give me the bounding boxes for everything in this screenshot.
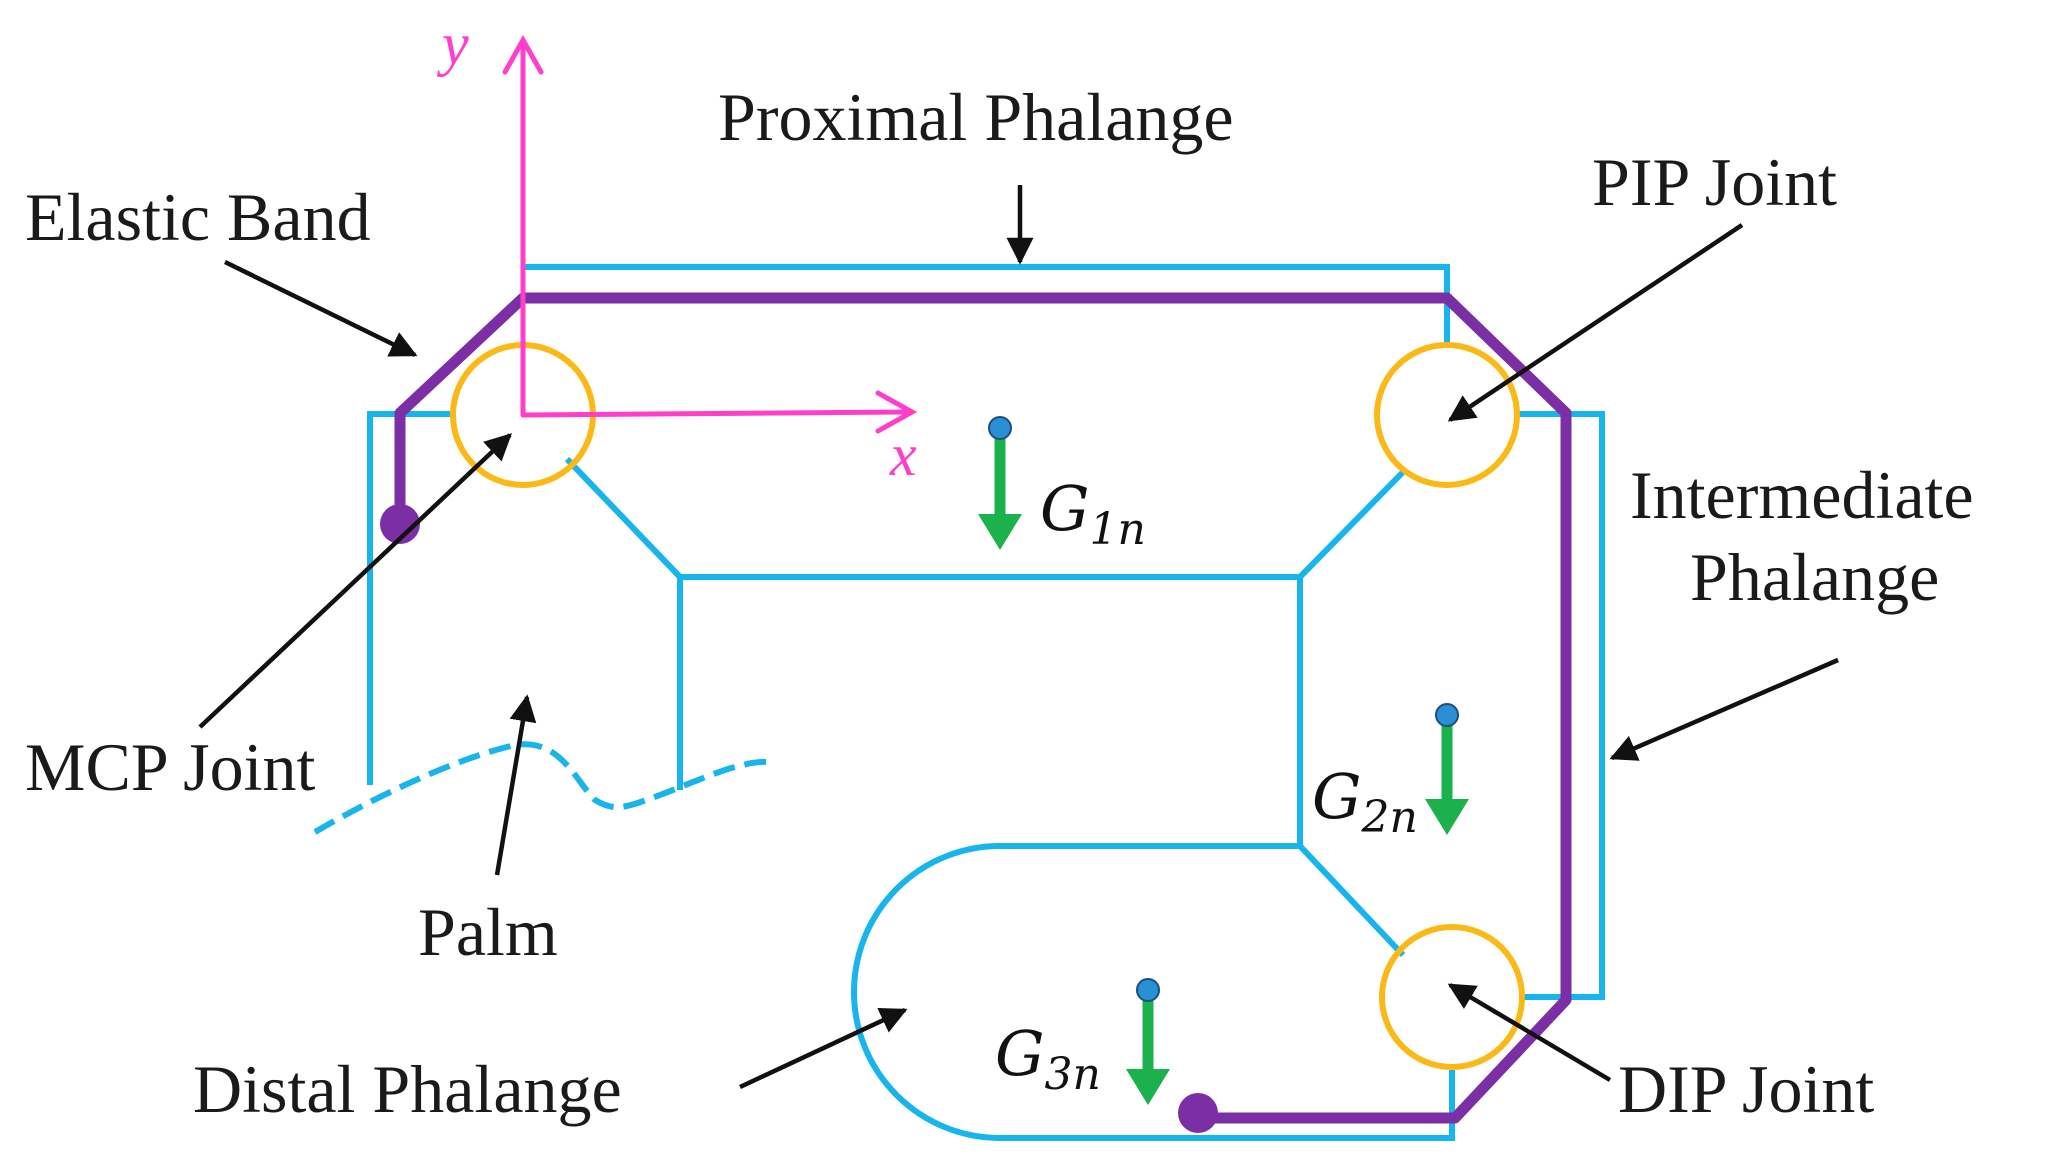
coordinate-axes [502, 34, 918, 434]
palm-outline [313, 411, 771, 835]
gravity-label-1: G1n [1040, 472, 1146, 555]
elastic-band [380, 292, 1572, 1133]
pointer-palm [494, 694, 537, 876]
pip-joint-label: PIP Joint [1592, 144, 1837, 220]
intermediate-phalange-label-line1: Intermediate [1630, 457, 1974, 533]
center-of-mass-1 [988, 416, 1012, 440]
pip-joint-circle [1374, 342, 1520, 488]
pointer-intermediate [1609, 657, 1839, 761]
band-anchor-palm [380, 504, 420, 544]
dip-joint-circle [1379, 924, 1525, 1070]
intermediate-phalange-label-line2: Phalange [1690, 539, 1939, 615]
gravity-label-2: G2n [1312, 760, 1418, 843]
distal-phalange-shape [851, 843, 1455, 1141]
x-axis [520, 409, 913, 418]
x-axis-label: x [889, 422, 917, 488]
elastic-band-label: Elastic Band [25, 179, 371, 255]
center-of-mass-3 [1136, 978, 1160, 1002]
gravity-vector-1 [978, 416, 1022, 550]
center-of-mass-2 [1435, 703, 1459, 727]
gravity-vector-3 [1126, 978, 1170, 1105]
label-pointers [198, 185, 1839, 1090]
gravity-vector-2 [1425, 703, 1469, 835]
gravity-label-3: G3n [995, 1017, 1101, 1100]
pointer-mcp [198, 433, 512, 729]
proximal-phalange-label: Proximal Phalange [718, 79, 1234, 155]
pointer-distal [739, 1007, 908, 1090]
y-axis-label: y [436, 11, 469, 77]
proximal-phalange-shape [523, 264, 1450, 580]
y-axis-arrowhead [502, 34, 544, 75]
pointer-elastic-band [224, 259, 418, 358]
pointer-dip [1447, 983, 1612, 1082]
dip-joint-label: DIP Joint [1618, 1051, 1874, 1127]
mcp-joint-label: MCP Joint [25, 729, 315, 805]
x-axis-arrowhead [875, 390, 918, 434]
palm-label: Palm [418, 894, 558, 970]
distal-phalange-label: Distal Phalange [193, 1051, 622, 1127]
pointer-pip [1447, 223, 1744, 422]
band-anchor-distal [1178, 1093, 1218, 1133]
